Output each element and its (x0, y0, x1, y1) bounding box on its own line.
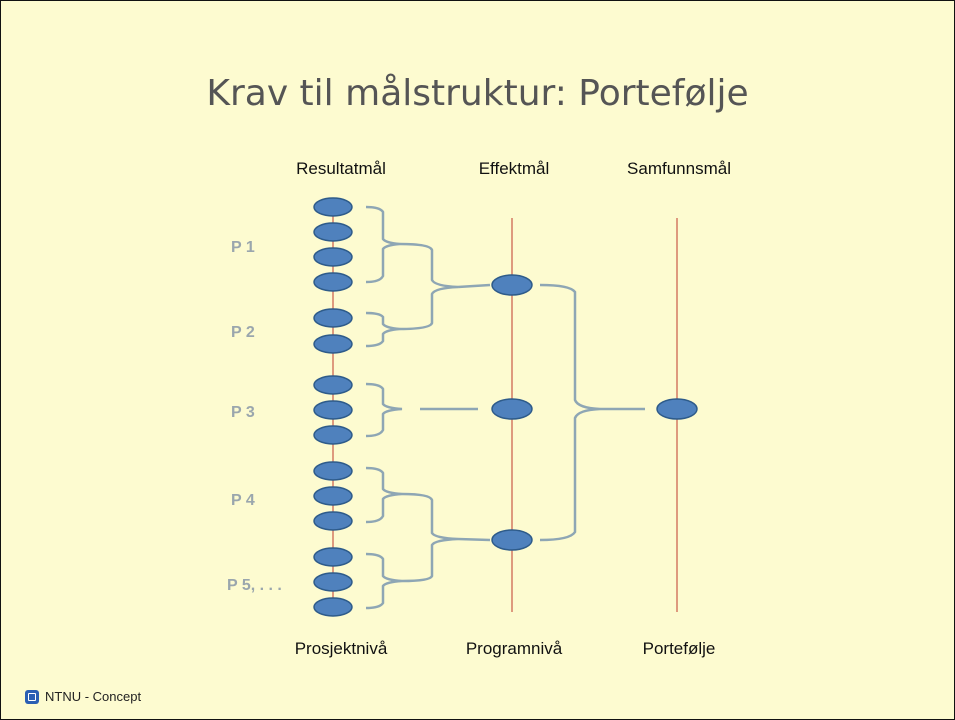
project-label-p1: P 1 (231, 239, 255, 256)
result-node (313, 461, 353, 481)
page-title: Krav til målstruktur: Portefølje (206, 73, 749, 114)
result-node (313, 572, 353, 592)
result-node (313, 272, 353, 292)
bracket-p4-p5 (401, 492, 459, 583)
society-node (656, 398, 698, 420)
bracket-p5 (365, 552, 403, 610)
bracket-p2 (365, 311, 401, 348)
result-node (313, 547, 353, 567)
column-header-society: Samfunnsmål (627, 159, 731, 178)
level-label-project: Prosjektnivå (294, 639, 388, 658)
bracket-p1-p2 (399, 242, 459, 331)
result-node (313, 247, 353, 267)
result-node (313, 511, 353, 531)
result-node (313, 486, 353, 506)
bracket-p3 (365, 382, 403, 438)
ntnu-logo-icon (25, 689, 39, 704)
result-node (313, 375, 353, 395)
column-header-result: Resultatmål (296, 159, 386, 178)
effect-node (491, 274, 533, 296)
bracket-p1 (365, 205, 401, 284)
result-node (313, 334, 353, 354)
column-header-effect: Effektmål (478, 159, 550, 178)
connector-to-effect-3 (457, 537, 491, 542)
result-node (313, 597, 353, 617)
bracket-p4 (365, 466, 403, 524)
project-label-p4: P 4 (231, 492, 255, 509)
bracket-program (539, 283, 601, 542)
effect-node (491, 529, 533, 551)
footer: NTNU - Concept (25, 689, 141, 704)
project-label-p2: P 2 (231, 324, 255, 341)
effect-node (491, 398, 533, 420)
result-node (313, 197, 353, 217)
result-node (313, 222, 353, 242)
result-node (313, 425, 353, 445)
level-label-program: Programnivå (465, 639, 563, 658)
project-label-p5: P 5, . . . (227, 577, 282, 594)
result-node (313, 308, 353, 328)
footer-label: NTNU - Concept (45, 689, 142, 704)
level-label-portfolio: Portefølje (642, 639, 716, 658)
connector-to-effect-1 (457, 283, 491, 289)
result-node (313, 400, 353, 420)
project-label-p3: P 3 (231, 404, 255, 421)
